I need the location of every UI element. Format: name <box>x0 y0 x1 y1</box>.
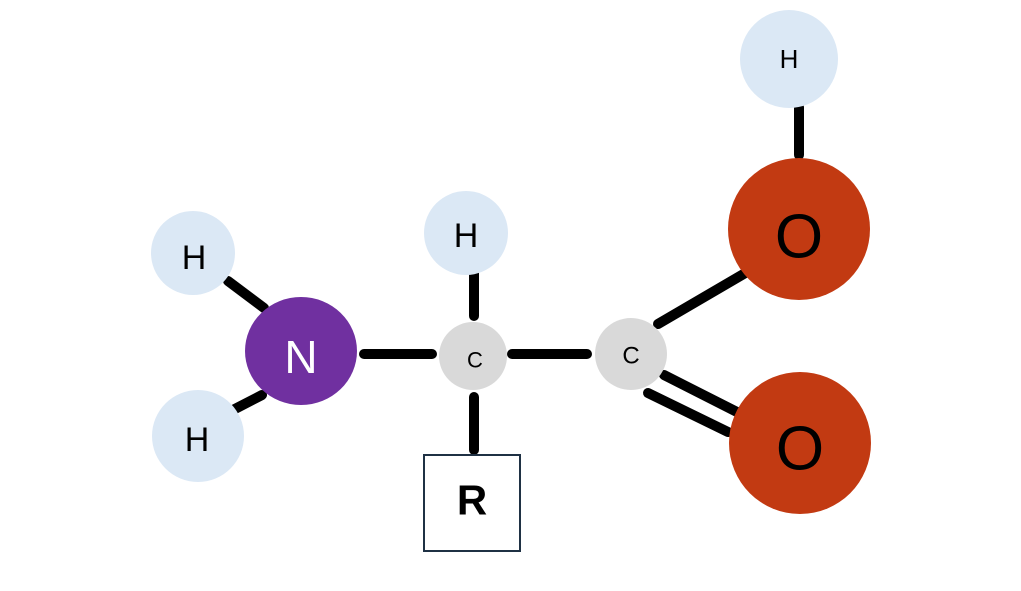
atom-c-carboxyl-sphere <box>595 318 667 390</box>
atom-h-amino-bottom: H <box>152 390 244 482</box>
atom-c-alpha-sphere <box>439 322 507 390</box>
atom-h-amino-bottom-sphere <box>152 390 244 482</box>
atom-h-amino-top: H <box>151 211 235 295</box>
atom-c-alpha-label: C <box>467 348 483 373</box>
atom-h-alpha-label: H <box>454 217 479 255</box>
atom-n-amino-label: N <box>284 331 317 383</box>
atom-n-amino-sphere <box>245 297 357 405</box>
atom-o-carbonyl-label: O <box>776 415 824 484</box>
side-chain-r-label: R <box>457 477 487 524</box>
atom-o-hydroxyl: O <box>728 158 870 300</box>
bond-carboxyl-c-hydroxyl-o <box>653 267 752 329</box>
bond-n-h-bottom <box>226 390 267 416</box>
side-chain-r-box <box>423 454 521 552</box>
atom-c-carboxyl-label: C <box>622 343 639 370</box>
atom-h-carboxyl-sphere <box>740 10 838 108</box>
atom-c-carboxyl: C <box>595 318 667 390</box>
bond-carbonyl-double-1 <box>659 370 742 417</box>
atom-o-hydroxyl-sphere <box>728 158 870 300</box>
atom-o-hydroxyl-label: O <box>775 203 823 272</box>
atom-h-amino-top-sphere <box>151 211 235 295</box>
atom-h-carboxyl-label: H <box>780 44 799 74</box>
atom-h-alpha: H <box>424 191 508 275</box>
atom-o-carbonyl: O <box>729 372 871 514</box>
atom-h-amino-top-label: H <box>182 239 207 277</box>
atom-c-alpha: C <box>439 322 507 390</box>
atom-h-carboxyl: H <box>740 10 838 108</box>
atom-h-amino-bottom-label: H <box>185 421 210 459</box>
atom-h-alpha-sphere <box>424 191 508 275</box>
bond-carbonyl-double-2 <box>643 388 733 437</box>
side-chain-r-group: R <box>423 454 521 552</box>
atom-o-carbonyl-sphere <box>729 372 871 514</box>
atom-n-amino: N <box>245 297 357 405</box>
bond-n-h-top <box>223 276 269 313</box>
